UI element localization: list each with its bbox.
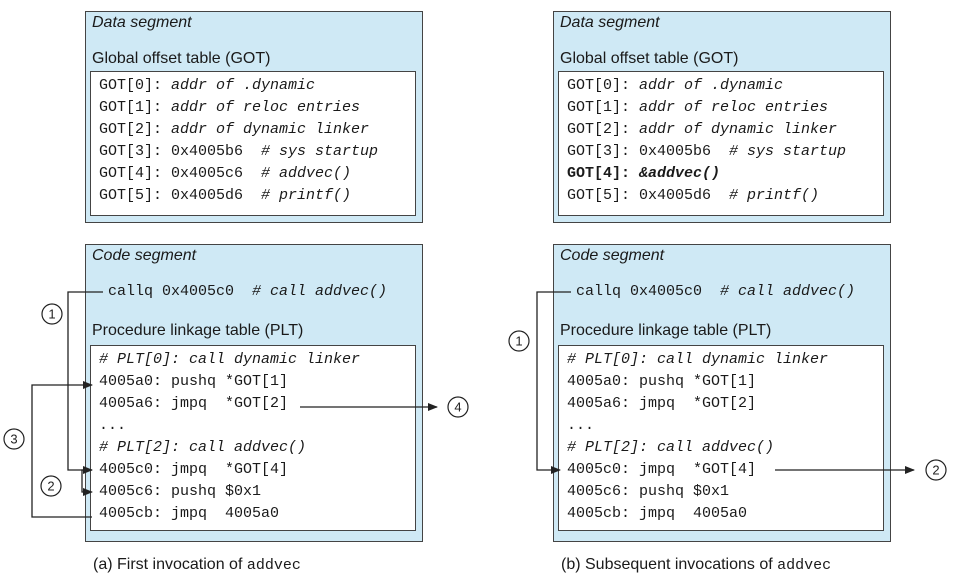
arrow-2-a: [81, 469, 93, 496]
step-circle-3-a: [3, 428, 25, 450]
step-circle-4-a: [447, 396, 469, 418]
plt-line: 4005c0: jmpq *GOT[4]: [99, 461, 289, 478]
got-entry-value: addr of .dynamic: [630, 77, 784, 94]
got-entry: GOT[0]: addr of .dynamic: [567, 75, 783, 97]
got-entry-label: GOT[4]:: [99, 165, 163, 182]
plt-line: 4005cb: jmpq 4005a0: [567, 505, 748, 522]
code-segment-a: Code segment callq 0x4005c0 # call addve…: [85, 244, 423, 542]
plt-line: 4005a0: pushq *GOT[1]: [567, 373, 757, 390]
got-entry-comment: # sys startup: [243, 143, 379, 160]
step-label-4-a: 4: [454, 400, 461, 415]
step-circle-1-a: [41, 303, 63, 325]
got-entry-label: GOT[0]:: [567, 77, 631, 94]
got-entry: GOT[2]: addr of dynamic linker: [99, 119, 369, 141]
plt-line: # PLT[2]: call addvec(): [567, 439, 775, 456]
plt-line: ...: [99, 417, 127, 434]
plt-line: 4005a0: pushq *GOT[1]: [99, 373, 289, 390]
caption-a: (a) First invocation of addvec: [93, 556, 301, 574]
arrow-1-a: [67, 291, 103, 474]
got-entry: GOT[5]: 0x4005d6 # printf(): [99, 185, 351, 207]
got-entry-value: addr of reloc entries: [162, 99, 361, 116]
plt-line: 4005c6: pushq $0x1: [99, 483, 262, 500]
got-entry-comment: # addvec(): [243, 165, 352, 182]
step-circle-1-b: [508, 330, 530, 352]
got-entry: GOT[4]: &addvec(): [567, 163, 720, 185]
got-entry-value: 0x4005b6: [630, 143, 712, 160]
got-entry-comment: # sys startup: [711, 143, 847, 160]
plt-line: ...: [567, 417, 595, 434]
got-entry-value: addr of reloc entries: [630, 99, 829, 116]
plt-line: # PLT[0]: call dynamic linker: [99, 351, 361, 368]
got-entry: GOT[3]: 0x4005b6 # sys startup: [99, 141, 378, 163]
data-segment-title-a: Data segment: [92, 14, 192, 31]
got-entry-value: addr of dynamic linker: [630, 121, 838, 138]
got-entry-value: 0x4005c6: [162, 165, 244, 182]
got-entry-label: GOT[1]:: [99, 99, 163, 116]
data-segment-b: Data segment Global offset table (GOT) G…: [553, 11, 891, 223]
got-entry-value: &addvec(): [630, 165, 721, 182]
plt-line: 4005c6: pushq $0x1: [567, 483, 730, 500]
got-entry-comment: # printf(): [243, 187, 352, 204]
got-entry: GOT[0]: addr of .dynamic: [99, 75, 315, 97]
code-segment-title-b: Code segment: [560, 247, 665, 264]
got-entry-value: addr of .dynamic: [162, 77, 316, 94]
got-entry-label: GOT[3]:: [567, 143, 631, 160]
got-entry-value: addr of dynamic linker: [162, 121, 370, 138]
plt-line: 4005a6: jmpq *GOT[2]: [567, 395, 757, 412]
got-entry-label: GOT[3]:: [99, 143, 163, 160]
data-segment-a: Data segment Global offset table (GOT) G…: [85, 11, 423, 223]
step-circle-2-b: [925, 459, 947, 481]
step-label-1-a: 1: [48, 307, 55, 322]
caption-b: (b) Subsequent invocations of addvec: [561, 556, 832, 574]
code-segment-title-a: Code segment: [92, 247, 197, 264]
got-title-a: Global offset table (GOT): [92, 50, 271, 67]
step-label-2-b: 2: [932, 463, 939, 478]
got-entry-label: GOT[4]:: [567, 165, 631, 182]
plt-line: # PLT[2]: call addvec(): [99, 439, 307, 456]
got-entry: GOT[1]: addr of reloc entries: [567, 97, 828, 119]
step-label-2-a: 2: [47, 479, 54, 494]
plt-table-a: # PLT[0]: call dynamic linker 4005a0: pus…: [90, 345, 416, 531]
plt-line: 4005a6: jmpq *GOT[2]: [99, 395, 289, 412]
got-entry-label: GOT[2]:: [99, 121, 163, 138]
data-segment-title-b: Data segment: [560, 14, 660, 31]
got-entry-comment: # printf(): [711, 187, 820, 204]
arrow-3-a: [31, 381, 93, 518]
got-entry: GOT[5]: 0x4005d6 # printf(): [567, 185, 819, 207]
plt-line: # PLT[0]: call dynamic linker: [567, 351, 829, 368]
plt-line: 4005cb: jmpq 4005a0: [99, 505, 280, 522]
got-entry-label: GOT[2]:: [567, 121, 631, 138]
got-entry-value: 0x4005d6: [162, 187, 244, 204]
plt-title-b: Procedure linkage table (PLT): [560, 322, 772, 339]
got-entry-label: GOT[0]:: [99, 77, 163, 94]
plt-title-a: Procedure linkage table (PLT): [92, 322, 304, 339]
step-label-1-b: 1: [515, 334, 522, 349]
call-instruction-a: callq 0x4005c0 # call addvec(): [108, 283, 388, 300]
got-entry-label: GOT[5]:: [567, 187, 631, 204]
call-instruction-b: callq 0x4005c0 # call addvec(): [576, 283, 856, 300]
arrow-1-b: [536, 291, 571, 474]
plt-line: 4005c0: jmpq *GOT[4]: [567, 461, 757, 478]
plt-table-b: # PLT[0]: call dynamic linker 4005a0: pus…: [558, 345, 884, 531]
step-circle-2-a: [40, 475, 62, 497]
got-entry: GOT[2]: addr of dynamic linker: [567, 119, 837, 141]
got-entry: GOT[3]: 0x4005b6 # sys startup: [567, 141, 846, 163]
got-title-b: Global offset table (GOT): [560, 50, 739, 67]
got-entry-label: GOT[1]:: [567, 99, 631, 116]
got-entry-value: 0x4005d6: [630, 187, 712, 204]
got-entry-label: GOT[5]:: [99, 187, 163, 204]
got-entry-value: 0x4005b6: [162, 143, 244, 160]
got-entry: GOT[4]: 0x4005c6 # addvec(): [99, 163, 351, 185]
got-entry: GOT[1]: addr of reloc entries: [99, 97, 360, 119]
code-segment-b: Code segment callq 0x4005c0 # call addve…: [553, 244, 891, 542]
step-label-3-a: 3: [10, 432, 17, 447]
